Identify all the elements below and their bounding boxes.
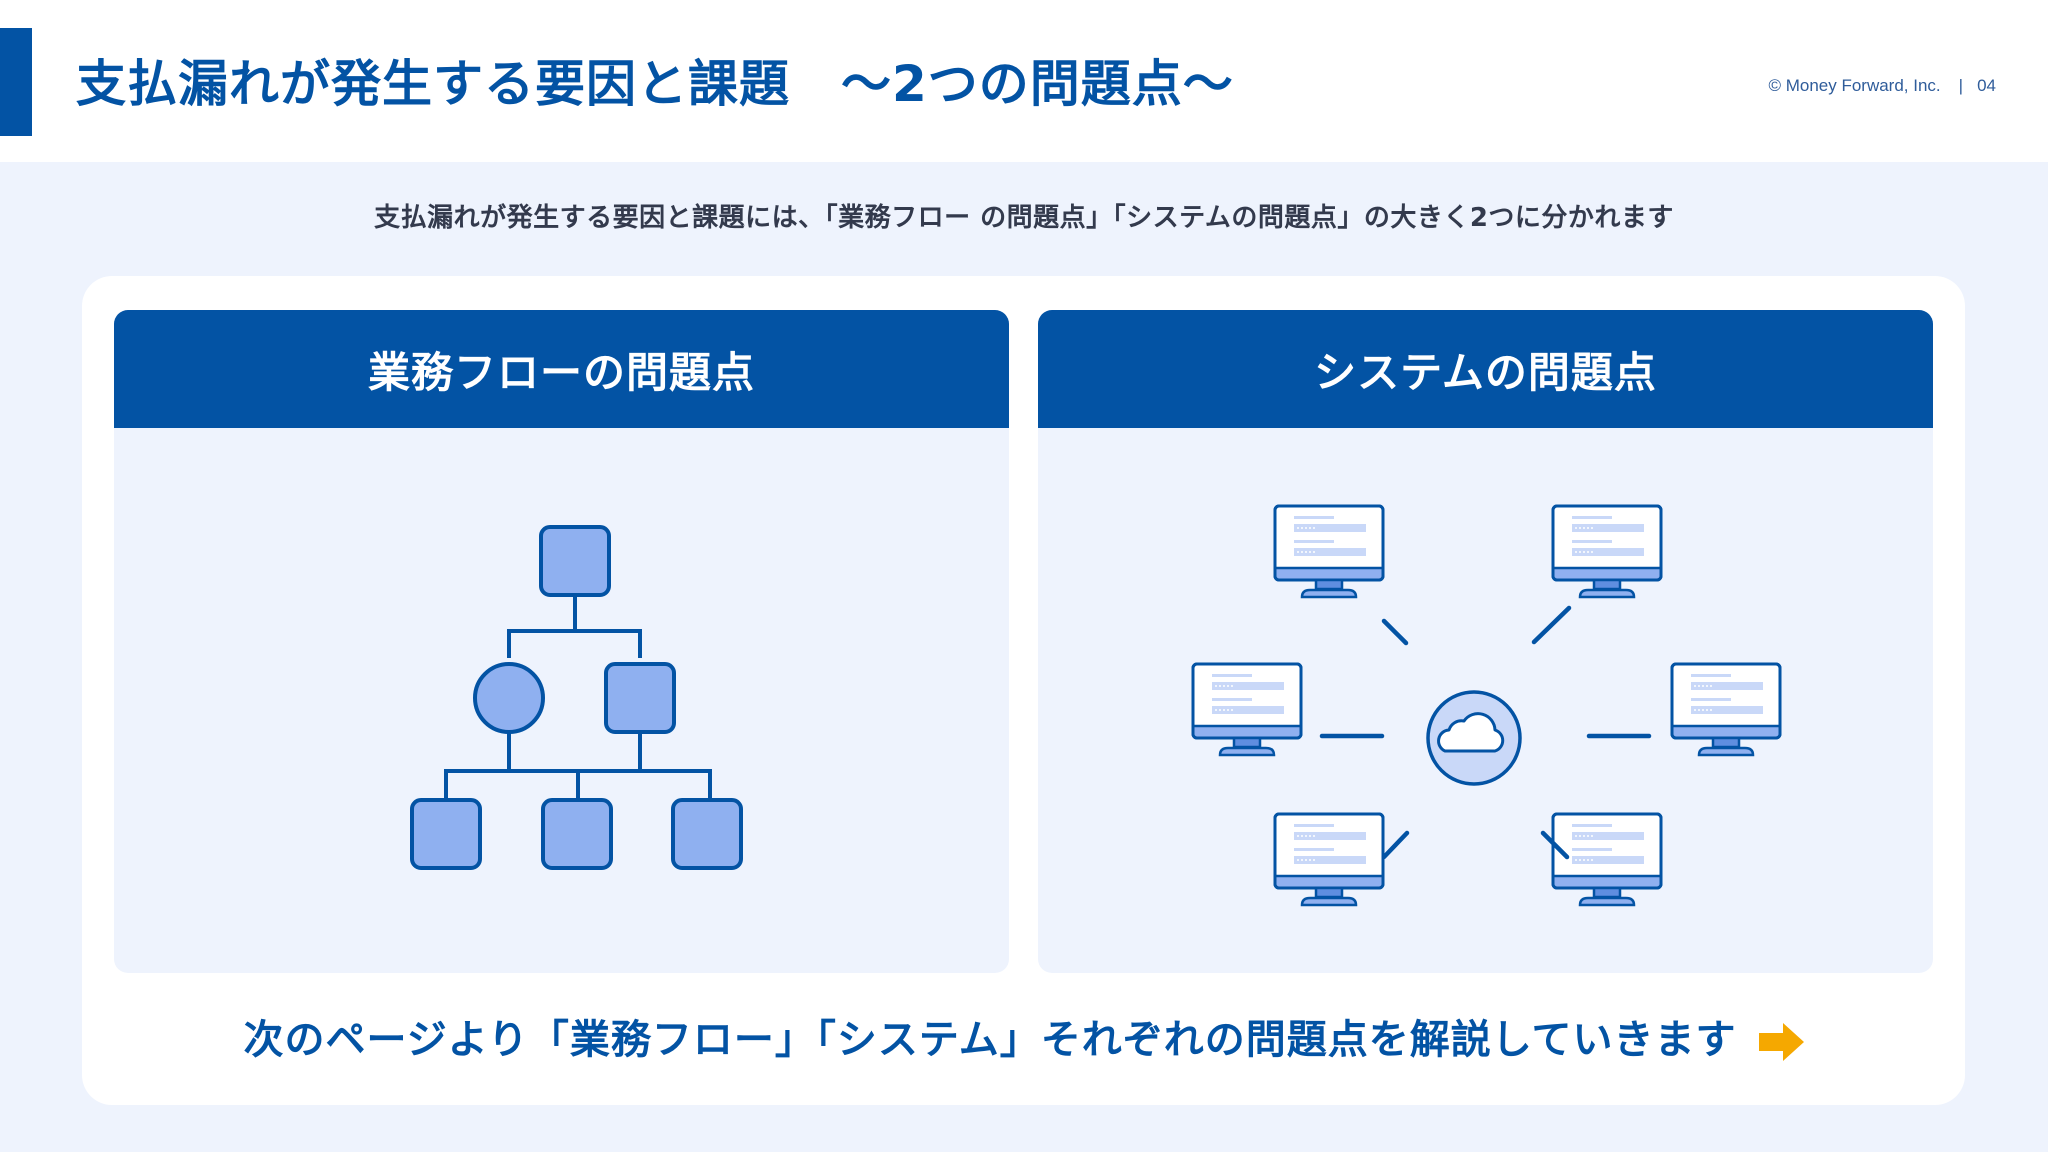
computer-icon [1551, 812, 1663, 907]
panel-header: 業務フローの問題点 [114, 310, 1009, 428]
header-accent-bar [0, 28, 32, 136]
slide-subtitle: 支払漏れが発生する要因と課題には、「業務フロー の問題点」「システムの問題点」の… [374, 203, 1674, 233]
flow-node-square [539, 525, 611, 597]
org-chart-flow-icon [410, 525, 743, 870]
connection-line [1540, 830, 1570, 860]
panel-business-flow: 業務フローの問題点 [114, 310, 1009, 973]
computer-icon [1551, 504, 1663, 599]
panel-system: システムの問題点 [1038, 310, 1933, 973]
computer-icon [1273, 504, 1385, 599]
flow-node-square [671, 798, 743, 870]
arrow-right-icon[interactable] [1758, 1022, 1805, 1062]
flow-node-circle [473, 662, 545, 734]
panel-header: システムの問題点 [1038, 310, 1933, 428]
connection-line [1381, 618, 1409, 646]
flow-node-square [604, 662, 676, 734]
computer-icon [1191, 662, 1303, 757]
cloud-icon [1437, 712, 1505, 753]
connection-line [1381, 830, 1410, 860]
panel-body [1038, 428, 1933, 973]
meta-separator: | [1958, 76, 1964, 95]
computer-icon [1670, 662, 1782, 757]
connector-line [507, 629, 642, 658]
slide-header: 支払漏れが発生する要因と課題 ～2つの問題点～ © Money Forward,… [0, 0, 2048, 162]
connection-line [1531, 605, 1572, 645]
computer-icon [1273, 812, 1385, 907]
bottom-message-text: 次のページより「業務フロー」「システム」それぞれの問題点を解説していきます [243, 1017, 1737, 1063]
panel-body [114, 428, 1009, 973]
bottom-message: 次のページより「業務フロー」「システム」それぞれの問題点を解説していきます [0, 1012, 2048, 1068]
network-computers-cloud-icon [1191, 504, 1782, 907]
page-number: 04 [1977, 76, 1996, 95]
copyright-text: © Money Forward, Inc. [1768, 76, 1941, 95]
flow-node-square [541, 798, 613, 870]
panel-title: システムの問題点 [1314, 347, 1657, 397]
slide-meta: © Money Forward, Inc. | 04 [1768, 76, 1996, 96]
panel-title: 業務フローの問題点 [367, 347, 755, 397]
flow-node-square [410, 798, 482, 870]
page-title: 支払漏れが発生する要因と課題 ～2つの問題点～ [76, 55, 1234, 113]
